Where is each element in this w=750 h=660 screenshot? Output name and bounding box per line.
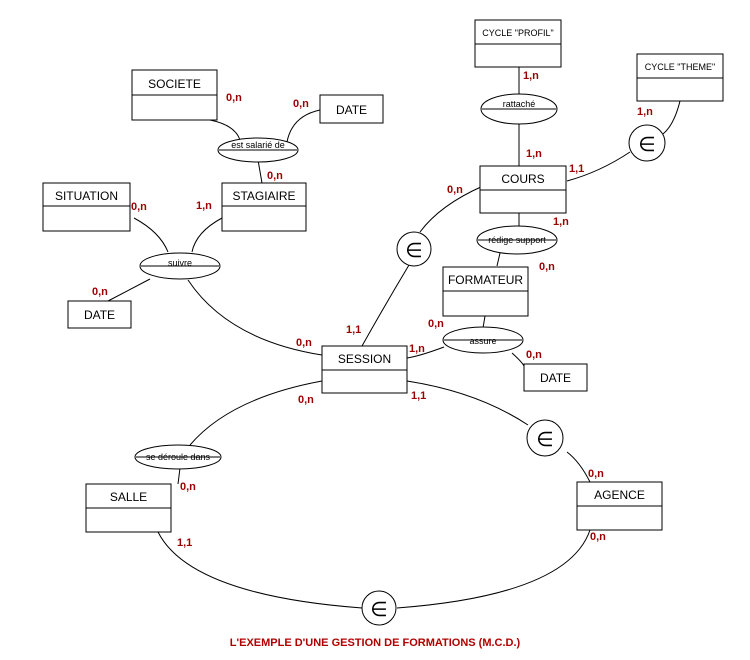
card-agence-session: 0,n: [588, 468, 604, 480]
entity-societe[interactable]: SOCIETE: [131, 69, 218, 121]
entity-date-right[interactable]: DATE: [523, 363, 588, 392]
entity-cycle-profil-name: CYCLE "PROFIL": [482, 28, 553, 38]
entity-societe-name: SOCIETE: [148, 77, 201, 91]
entity-date-right-name: DATE: [540, 371, 571, 385]
entity-cycle-theme-name: CYCLE "THEME": [645, 62, 715, 72]
card-cours-rattache: 1,n: [526, 148, 542, 160]
inclusion-constraint-theme-cours[interactable]: ∈: [628, 124, 666, 162]
card-date-suivre: 0,n: [92, 286, 108, 298]
card-formateur-assure: 0,n: [428, 318, 444, 330]
entity-cours-name: COURS: [501, 172, 544, 186]
assoc-rattache[interactable]: rattaché: [480, 93, 558, 125]
link-cours-inclusion2: [419, 185, 484, 233]
link-inclusion2-session: [361, 264, 410, 347]
assoc-suivre[interactable]: suivre: [139, 252, 221, 280]
entity-session[interactable]: SESSION: [321, 345, 408, 394]
link-inclusion4-agence: [396, 529, 591, 609]
link-session-deroule: [189, 380, 323, 446]
card-date-salarie: 0,n: [293, 98, 309, 110]
entity-cycle-profil[interactable]: CYCLE "PROFIL": [474, 19, 562, 68]
assoc-se-deroule-dans-label: se déroule dans: [146, 452, 211, 462]
link-formateur-assure: [482, 315, 486, 329]
card-date-assure: 0,n: [526, 349, 542, 361]
card-cours-inclusion: 1,1: [569, 163, 584, 175]
entity-situation[interactable]: SITUATION: [42, 182, 131, 232]
link-situation-suivre: [133, 217, 169, 253]
link-inclusion-cours: [566, 151, 631, 182]
card-session-salle: 0,n: [298, 394, 314, 406]
entity-date-top[interactable]: DATE: [319, 94, 384, 124]
assoc-assure[interactable]: assure: [442, 326, 524, 354]
link-inclusion3-agence: [566, 451, 591, 483]
card-stagiaire-salarie: 0,n: [267, 170, 283, 182]
connectors: [107, 67, 681, 609]
entity-stagiaire-name: STAGIAIRE: [232, 189, 295, 203]
card-salle-agence: 1,1: [177, 537, 192, 549]
link-salarie-stagiaire: [257, 159, 263, 184]
entity-date-top-name: DATE: [336, 103, 367, 117]
link-theme-inclusion: [662, 100, 681, 135]
assoc-est-salarie-de-label: est salarié de: [231, 140, 285, 150]
entity-cycle-theme[interactable]: CYCLE "THEME": [636, 53, 724, 102]
entity-date-left[interactable]: DATE: [67, 300, 132, 329]
assoc-suivre-label: suivre: [168, 258, 192, 268]
card-session-agence: 1,1: [411, 390, 426, 402]
entity-salle[interactable]: SALLE: [85, 483, 172, 533]
entity-cours[interactable]: COURS: [479, 165, 567, 214]
link-stagiaire-suivre: [191, 217, 223, 253]
link-date-suivre: [107, 278, 151, 302]
entity-salle-name: SALLE: [110, 490, 147, 504]
diagram-title: L'EXEMPLE D'UNE GESTION DE FORMATIONS (M…: [230, 637, 521, 649]
assoc-se-deroule-dans[interactable]: se déroule dans: [134, 444, 222, 470]
entity-agence-name: AGENCE: [594, 488, 645, 502]
entity-formateur-name: FORMATEUR: [448, 273, 523, 287]
card-stagiaire-suivre: 1,n: [196, 200, 212, 212]
inclusion-symbol: ∈: [536, 429, 553, 451]
entity-agence[interactable]: AGENCE: [576, 481, 663, 531]
link-suivre-session: [187, 279, 323, 356]
assoc-assure-label: assure: [469, 336, 496, 346]
card-session-cours-inclusion: 1,1: [346, 324, 361, 336]
card-agence-salle: 0,n: [590, 531, 606, 543]
card-formateur-redige: 0,n: [539, 261, 555, 273]
card-session-suivre: 0,n: [296, 337, 312, 349]
card-profil-rattache: 1,n: [523, 70, 539, 82]
card-theme-inclusion: 1,n: [637, 106, 653, 118]
assoc-est-salarie-de[interactable]: est salarié de: [217, 137, 299, 163]
entity-stagiaire[interactable]: STAGIAIRE: [221, 182, 307, 232]
card-session-assure: 1,n: [409, 343, 425, 355]
inclusion-symbol: ∈: [405, 240, 422, 262]
card-societe-salarie: 0,n: [226, 92, 242, 104]
inclusion-symbol: ∈: [370, 599, 387, 621]
card-cours-redige: 1,n: [553, 216, 569, 228]
link-societe-salarie: [209, 119, 241, 141]
link-session-inclusion3: [406, 380, 529, 426]
card-cours-session-inclusion: 0,n: [447, 184, 463, 196]
assoc-redige-support-label: rédige support: [488, 235, 546, 245]
link-redige-formateur: [496, 252, 501, 267]
card-situation-suivre: 0,n: [131, 201, 147, 213]
inclusion-constraint-session-agence[interactable]: ∈: [526, 419, 564, 457]
link-assure-date: [511, 352, 525, 367]
entity-formateur[interactable]: FORMATEUR: [442, 266, 529, 317]
entity-situation-name: SITUATION: [55, 189, 118, 203]
inclusion-constraint-cours-session[interactable]: ∈: [396, 231, 432, 267]
link-salle-inclusion4: [157, 531, 363, 609]
card-salle-deroule: 0,n: [180, 481, 196, 493]
inclusion-constraint-salle-agence[interactable]: ∈: [361, 590, 397, 626]
cardinalities: 0,n 0,n 0,n 0,n 1,n 0,n 0,n 1,n 1,n 1,n …: [92, 70, 653, 549]
link-assure-session: [406, 346, 445, 359]
link-date-salarie: [286, 109, 321, 143]
assoc-redige-support[interactable]: rédige support: [476, 225, 558, 255]
entity-session-name: SESSION: [338, 352, 391, 366]
link-deroule-salle: [177, 467, 181, 485]
assoc-rattache-label: rattaché: [503, 99, 536, 109]
entity-date-left-name: DATE: [84, 308, 115, 322]
inclusion-symbol: ∈: [638, 134, 655, 156]
